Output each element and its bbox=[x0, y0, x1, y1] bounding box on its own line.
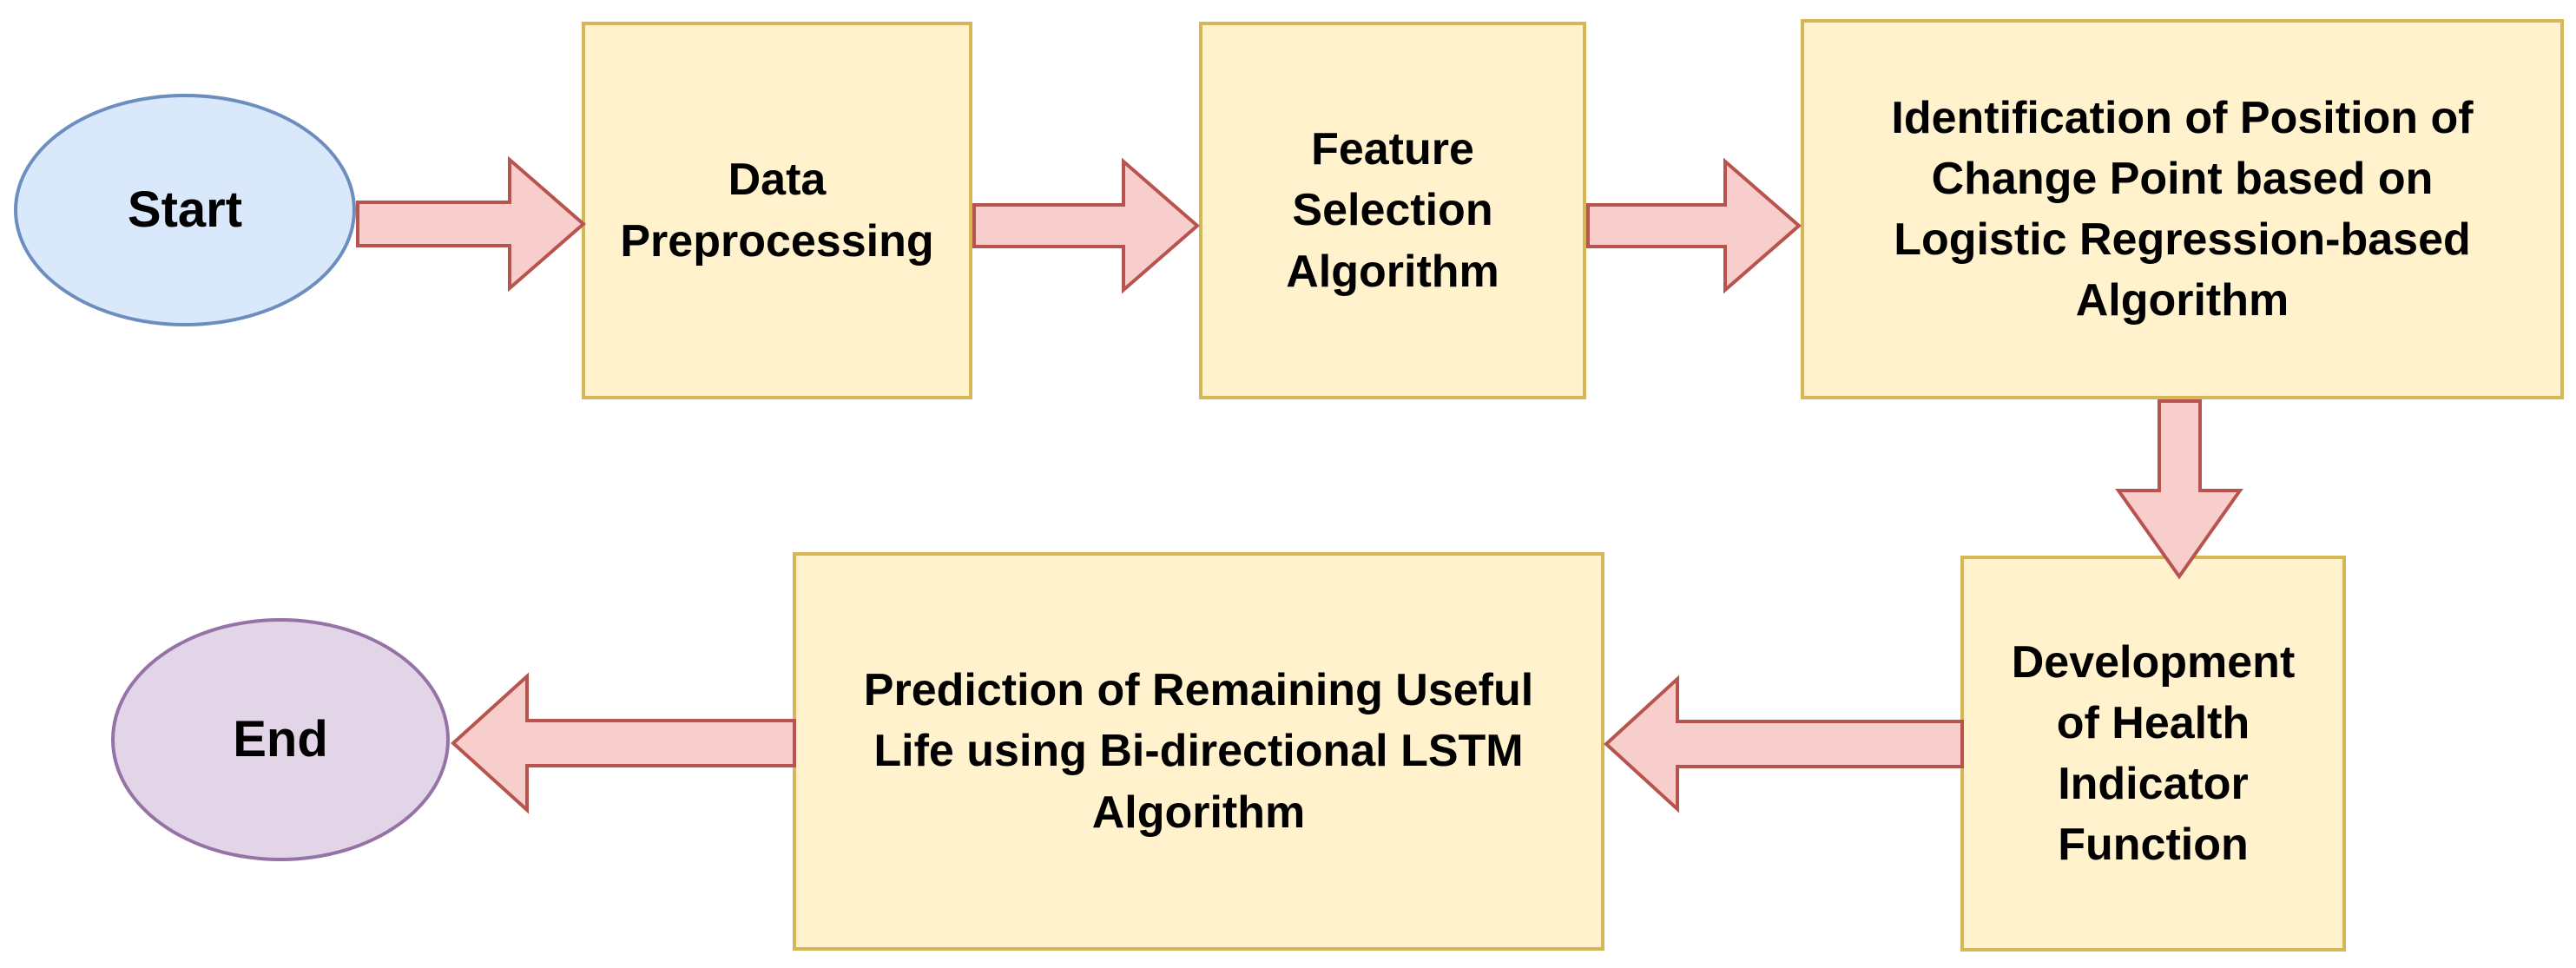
arrow-data-preprocessing-to-feature-selection bbox=[972, 157, 1201, 294]
node-start: Start bbox=[14, 94, 356, 326]
node-feature-selection-label: Feature Selection Algorithm bbox=[1286, 124, 1499, 297]
node-rul-prediction: Prediction of Remaining Useful Life usin… bbox=[793, 552, 1604, 951]
node-change-point-identification: Identification of Position of Change Poi… bbox=[1801, 19, 2564, 399]
node-feature-selection: Feature Selection Algorithm bbox=[1199, 22, 1586, 399]
node-change-point-identification-label: Identification of Position of Change Poi… bbox=[1891, 92, 2474, 326]
node-start-label: Start bbox=[127, 181, 243, 238]
node-health-indicator-label: Development of Health Indicator Function bbox=[2011, 636, 2296, 871]
node-end: End bbox=[111, 618, 450, 861]
arrow-health-indicator-to-rul-prediction bbox=[1604, 675, 1964, 813]
node-data-preprocessing-label: Data Preprocessing bbox=[620, 155, 934, 267]
arrow-rul-prediction-to-end bbox=[451, 672, 796, 814]
arrow-start-to-data-preprocessing bbox=[356, 155, 587, 293]
arrow-change-point-identification-to-health-indicator bbox=[2115, 399, 2243, 580]
node-end-label: End bbox=[233, 710, 328, 767]
node-rul-prediction-label: Prediction of Remaining Useful Life usin… bbox=[863, 665, 1534, 838]
arrow-feature-selection-to-change-point-identification bbox=[1586, 157, 1802, 294]
node-data-preprocessing: Data Preprocessing bbox=[582, 22, 972, 399]
node-health-indicator: Development of Health Indicator Function bbox=[1960, 556, 2346, 952]
